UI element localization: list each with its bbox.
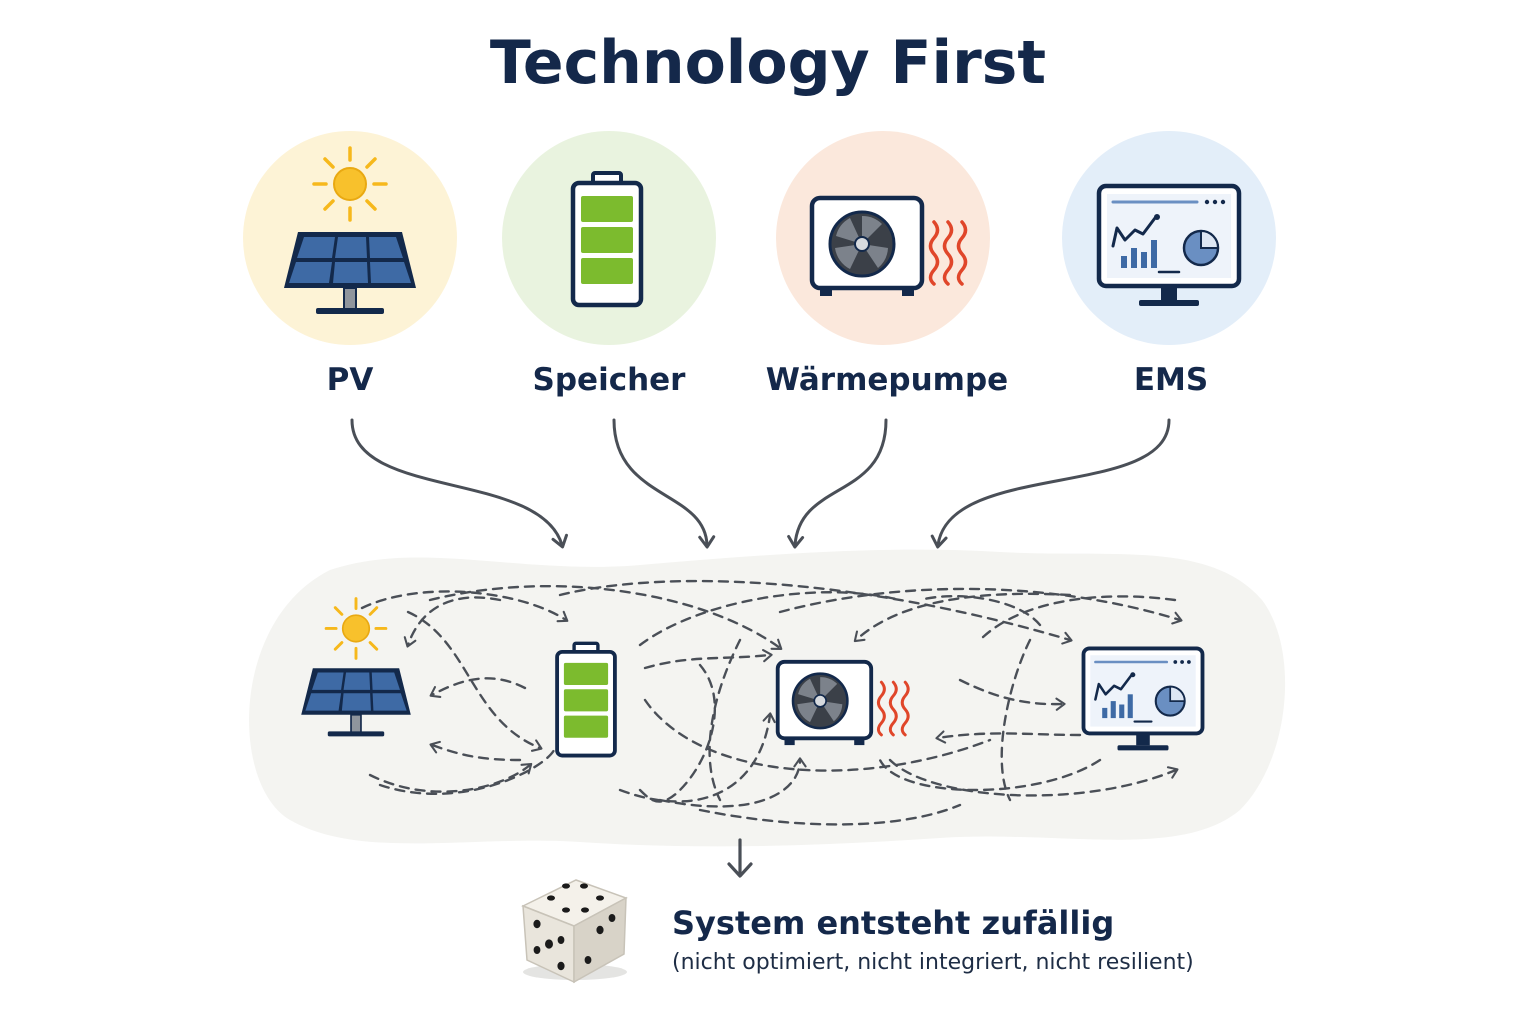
converging-arrows bbox=[350, 418, 1171, 549]
result-subtitle: (nicht optimiert, nicht integriert, nich… bbox=[672, 950, 1194, 975]
page-title: Technology First bbox=[489, 28, 1047, 98]
label-pv: PV bbox=[326, 362, 374, 398]
label-speicher: Speicher bbox=[532, 362, 686, 398]
battery-icon bbox=[573, 173, 641, 305]
label-ems: EMS bbox=[1133, 362, 1209, 398]
chaos-area bbox=[249, 549, 1286, 847]
dice-icon bbox=[521, 879, 628, 984]
label-waermepumpe: Wärmepumpe bbox=[765, 362, 1009, 398]
result-title: System entsteht zufällig bbox=[672, 904, 1115, 942]
monitor-dashboard-icon bbox=[1081, 646, 1205, 753]
down-arrow bbox=[727, 838, 753, 878]
battery-icon bbox=[555, 641, 617, 758]
chaotic-connections bbox=[360, 579, 1183, 826]
monitor-dashboard-icon bbox=[1099, 186, 1239, 306]
